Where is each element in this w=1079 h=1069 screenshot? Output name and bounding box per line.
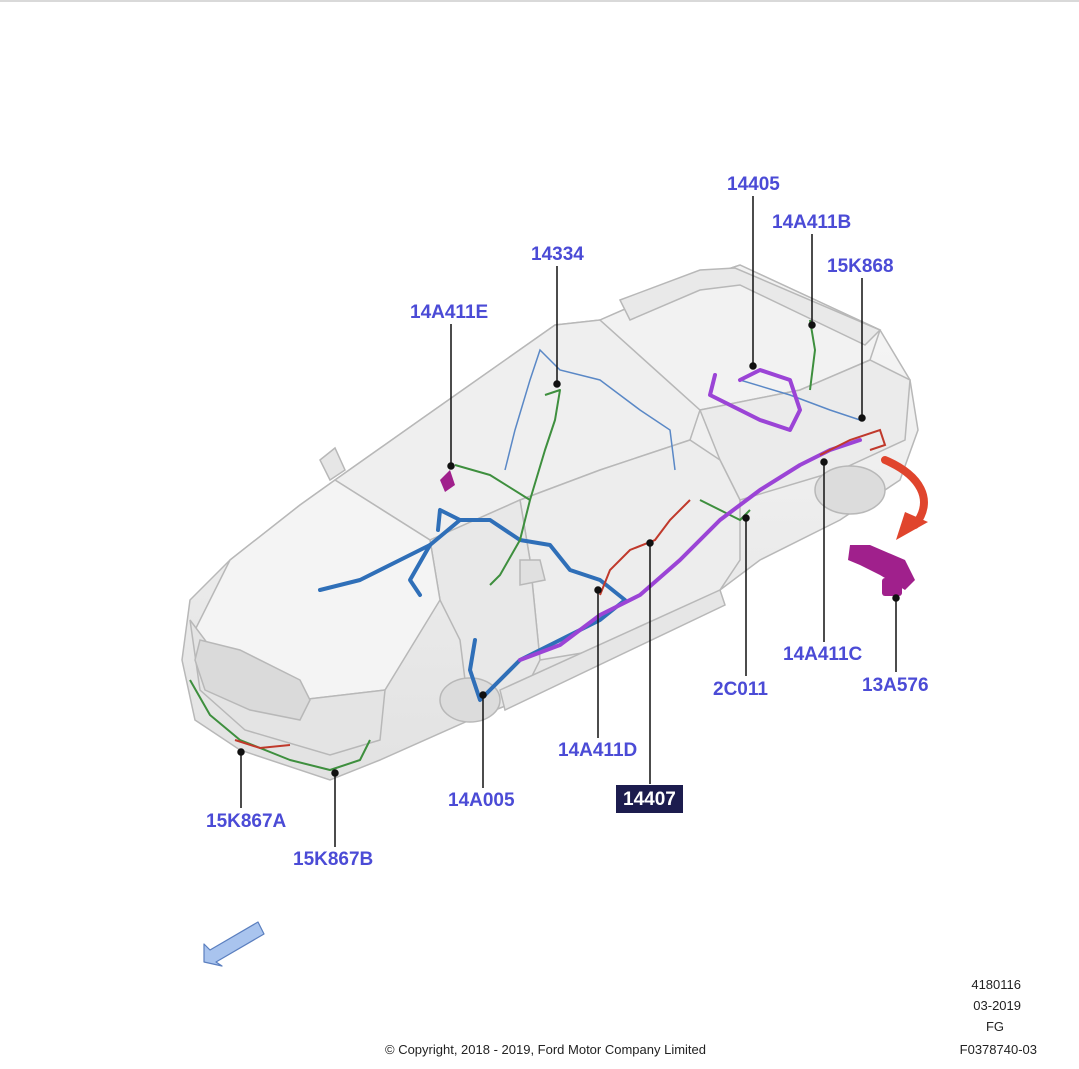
callout-13A576[interactable]: 13A576 xyxy=(862,675,929,696)
callout-14A411D[interactable]: 14A411D xyxy=(558,740,638,761)
figure-id: F0378740-03 xyxy=(959,1042,1037,1057)
truck-body xyxy=(181,264,919,781)
harness-purple xyxy=(518,368,862,662)
harness-green xyxy=(189,319,816,771)
callout-14407-highlighted[interactable]: 14407 xyxy=(616,785,683,813)
callout-15K867B[interactable]: 15K867B xyxy=(293,849,374,870)
callout-14A411B[interactable]: 14A411B xyxy=(772,212,852,233)
top-border xyxy=(0,0,1079,2)
callout-14405[interactable]: 14405 xyxy=(727,174,780,195)
callout-14A411C[interactable]: 14A411C xyxy=(783,644,863,665)
harness-red xyxy=(234,428,887,750)
callout-14A411E[interactable]: 14A411E xyxy=(410,302,489,323)
document-date: 03-2019 xyxy=(973,998,1021,1013)
direction-arrow-icon xyxy=(203,921,265,967)
callout-15K867A[interactable]: 15K867A xyxy=(206,811,287,832)
leader-lines xyxy=(237,196,900,847)
callout-14A005[interactable]: 14A005 xyxy=(448,790,515,811)
callout-2C011[interactable]: 2C011 xyxy=(713,679,768,700)
copyright-notice: © Copyright, 2018 - 2019, Ford Motor Com… xyxy=(385,1042,707,1057)
red-curved-arrow xyxy=(881,456,928,540)
harness-blue-thin xyxy=(504,348,861,471)
harness-blue xyxy=(318,508,627,702)
callout-14334[interactable]: 14334 xyxy=(531,244,584,265)
harness-magenta-part xyxy=(440,470,915,596)
callout-15K868[interactable]: 15K868 xyxy=(827,256,894,277)
document-number: 4180116 xyxy=(971,977,1021,992)
region-code: FG xyxy=(985,1019,1004,1034)
